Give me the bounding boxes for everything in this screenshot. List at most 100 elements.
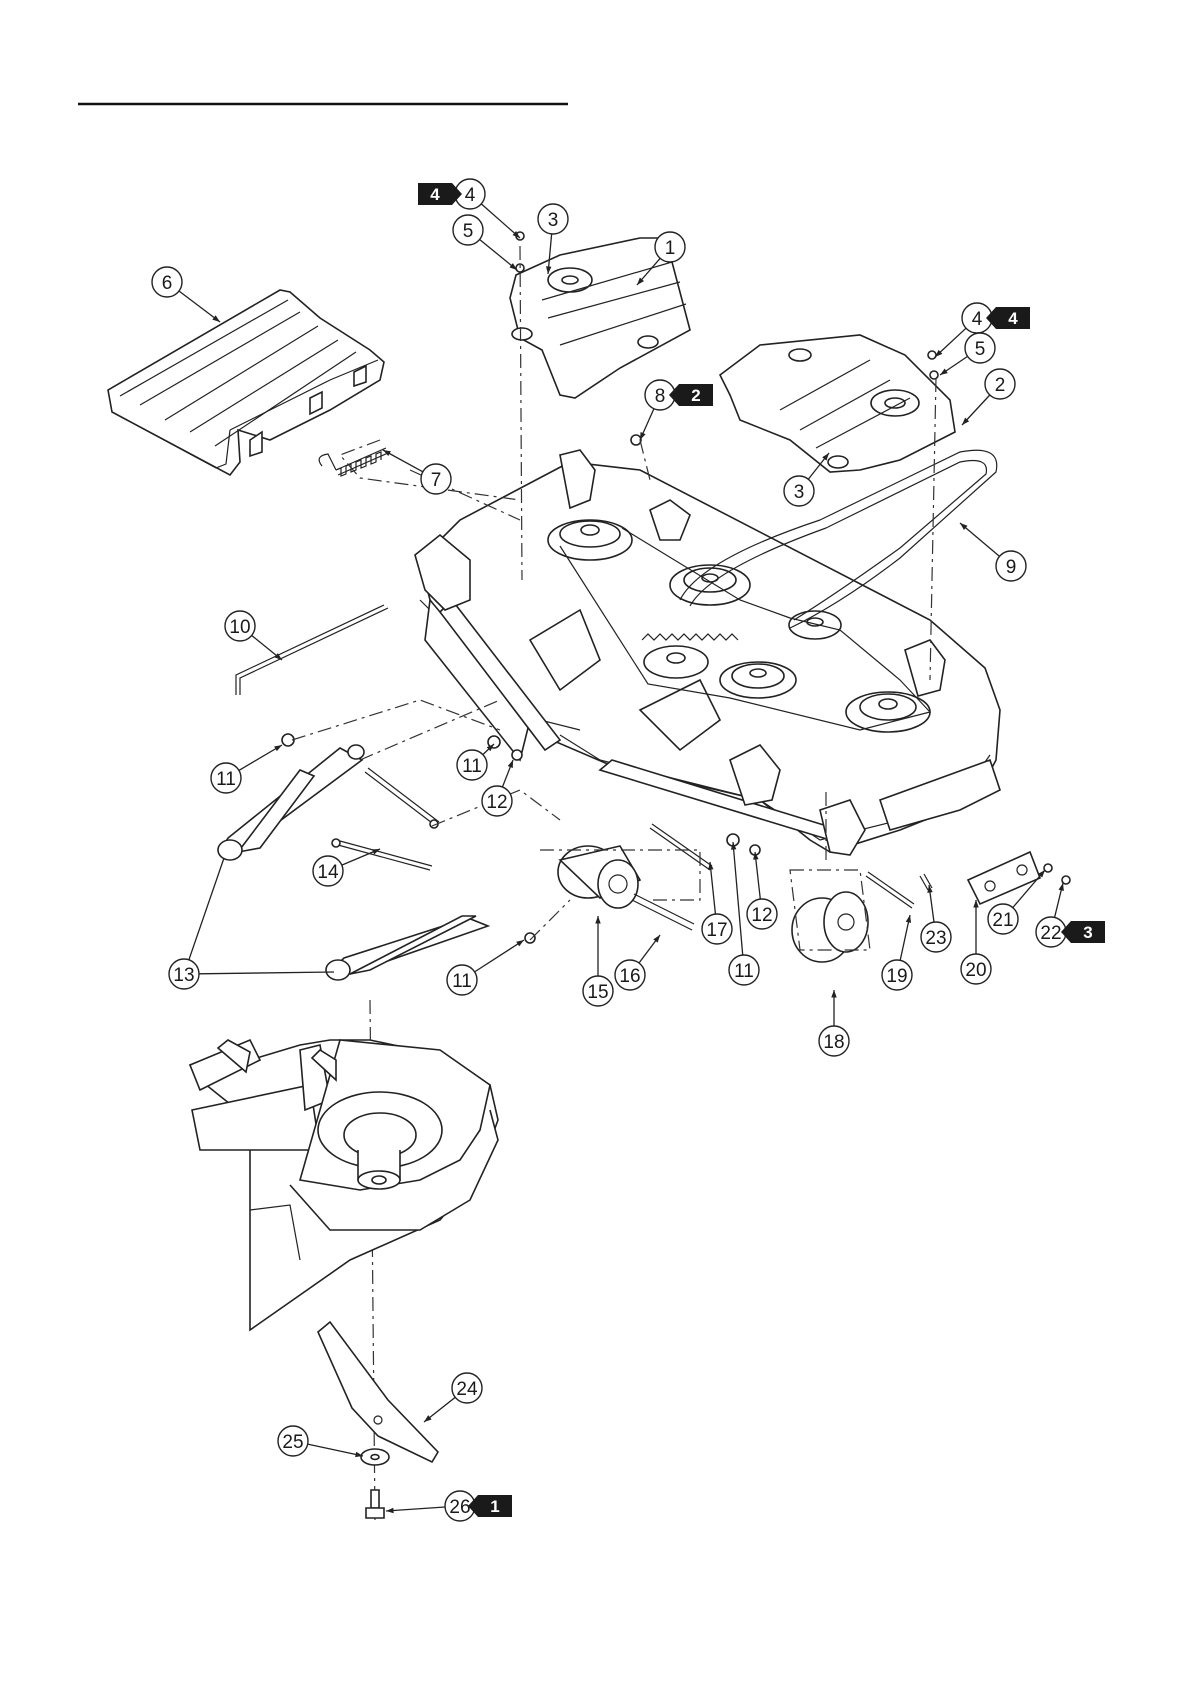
- callout-number: 4: [465, 185, 476, 206]
- callout-13: 13: [169, 959, 199, 989]
- lift-arm-upper: [218, 745, 364, 860]
- callout-25: 25: [278, 1426, 308, 1456]
- callout-number: 13: [173, 965, 194, 986]
- callout-number: 11: [216, 769, 236, 790]
- torque-badge-number: 1: [490, 1497, 499, 1516]
- torque-badge: 2: [669, 384, 713, 406]
- pin-lower: [338, 841, 432, 870]
- callout-number: 18: [823, 1032, 844, 1053]
- callout-12: 12: [747, 899, 777, 929]
- callout-number: 6: [162, 273, 173, 294]
- callout-9: 9: [996, 551, 1026, 581]
- callout-16: 16: [615, 960, 645, 990]
- callout-number: 10: [229, 617, 250, 638]
- blade-washer: [361, 1449, 389, 1465]
- callout-10: 10: [225, 611, 255, 641]
- gauge-wheel-front: [558, 846, 640, 908]
- leader-arrowhead: [508, 760, 513, 768]
- callout-23: 23: [921, 922, 951, 952]
- callout-11: 11: [211, 763, 241, 793]
- blade: [318, 1322, 438, 1462]
- torque-badge-number: 4: [430, 185, 440, 204]
- callout-number: 21: [992, 910, 1013, 931]
- pulley-left: [548, 520, 632, 560]
- callout-number: 26: [449, 1497, 470, 1518]
- torque-badge: 4: [418, 183, 462, 205]
- torque-badge: 4: [986, 307, 1030, 329]
- callout-number: 3: [794, 482, 805, 503]
- callout-number: 19: [886, 966, 907, 987]
- leader-line: [481, 204, 520, 238]
- callout-number: 23: [925, 928, 946, 949]
- callout-number: 15: [587, 982, 608, 1003]
- callout-24: 24: [452, 1373, 482, 1403]
- callout-number: 7: [431, 470, 442, 491]
- leader-line: [386, 1507, 445, 1511]
- callout-19: 19: [882, 960, 912, 990]
- callout-5: 5: [965, 333, 995, 363]
- leader-arrowhead: [386, 1508, 394, 1513]
- torque-badge-number: 3: [1083, 923, 1092, 942]
- callout-3: 3: [538, 204, 568, 234]
- baffle-plate: [968, 852, 1040, 904]
- leader-arrowhead: [1059, 883, 1064, 891]
- leader-arrowhead: [595, 916, 600, 924]
- callout-number: 11: [462, 756, 482, 777]
- torque-badge: 3: [1061, 921, 1105, 943]
- leader-line: [189, 858, 224, 960]
- leader-arrowhead: [516, 940, 524, 946]
- rod: [236, 605, 388, 695]
- callout-number: 1: [665, 238, 676, 259]
- leader-line: [710, 862, 715, 914]
- leader-line: [733, 842, 743, 955]
- pin-upper: [365, 768, 439, 826]
- callout-15: 15: [583, 976, 613, 1006]
- callout-number: 12: [486, 792, 507, 813]
- callout-18: 18: [819, 1026, 849, 1056]
- leader-line: [199, 972, 334, 974]
- callout-number: 22: [1040, 923, 1061, 944]
- callout-number: 17: [706, 920, 727, 941]
- leader-arrowhead: [831, 990, 836, 998]
- belt-cover-left: [510, 238, 690, 398]
- leader-line: [308, 1444, 363, 1456]
- gauge-wheel-rear: [792, 892, 868, 962]
- pulley-mid-left: [644, 646, 708, 678]
- leader-arrowhead: [653, 935, 660, 943]
- callout-number: 11: [452, 971, 472, 992]
- callout-number: 8: [655, 386, 666, 407]
- callout-3: 3: [784, 476, 814, 506]
- leader-arrowhead: [274, 745, 282, 751]
- leader-line: [960, 523, 1000, 556]
- callout-17: 17: [702, 914, 732, 944]
- callout-number: 9: [1006, 557, 1017, 578]
- callout-12: 12: [482, 786, 512, 816]
- callout-number: 12: [751, 905, 772, 926]
- callout-5: 5: [453, 215, 483, 245]
- discharge-chute: [108, 290, 384, 475]
- callout-7: 7: [421, 464, 451, 494]
- callout-number: 14: [317, 862, 339, 883]
- leader-arrowhead: [640, 432, 646, 440]
- spindle-detail: [190, 1040, 498, 1330]
- torque-badge-shape: [418, 183, 462, 205]
- bolt-19: [866, 872, 914, 908]
- callout-number: 2: [995, 375, 1006, 396]
- leader-arrowhead: [940, 369, 948, 375]
- callout-number: 24: [456, 1379, 478, 1400]
- callout-number: 11: [734, 961, 754, 982]
- torque-badge-number: 4: [1008, 309, 1018, 328]
- callout-11: 11: [457, 750, 487, 780]
- leader-arrowhead: [927, 885, 932, 893]
- callout-number: 16: [619, 966, 640, 987]
- torque-badge-number: 2: [691, 386, 700, 405]
- callout-2: 2: [985, 369, 1015, 399]
- callout-6: 6: [152, 267, 182, 297]
- leader-line: [179, 291, 220, 322]
- pulley-mid: [720, 662, 796, 698]
- callout-number: 5: [975, 339, 986, 360]
- callout-number: 4: [972, 309, 983, 330]
- chute-spring: [319, 448, 388, 476]
- callout-14: 14: [313, 856, 343, 886]
- callout-11: 11: [729, 955, 759, 985]
